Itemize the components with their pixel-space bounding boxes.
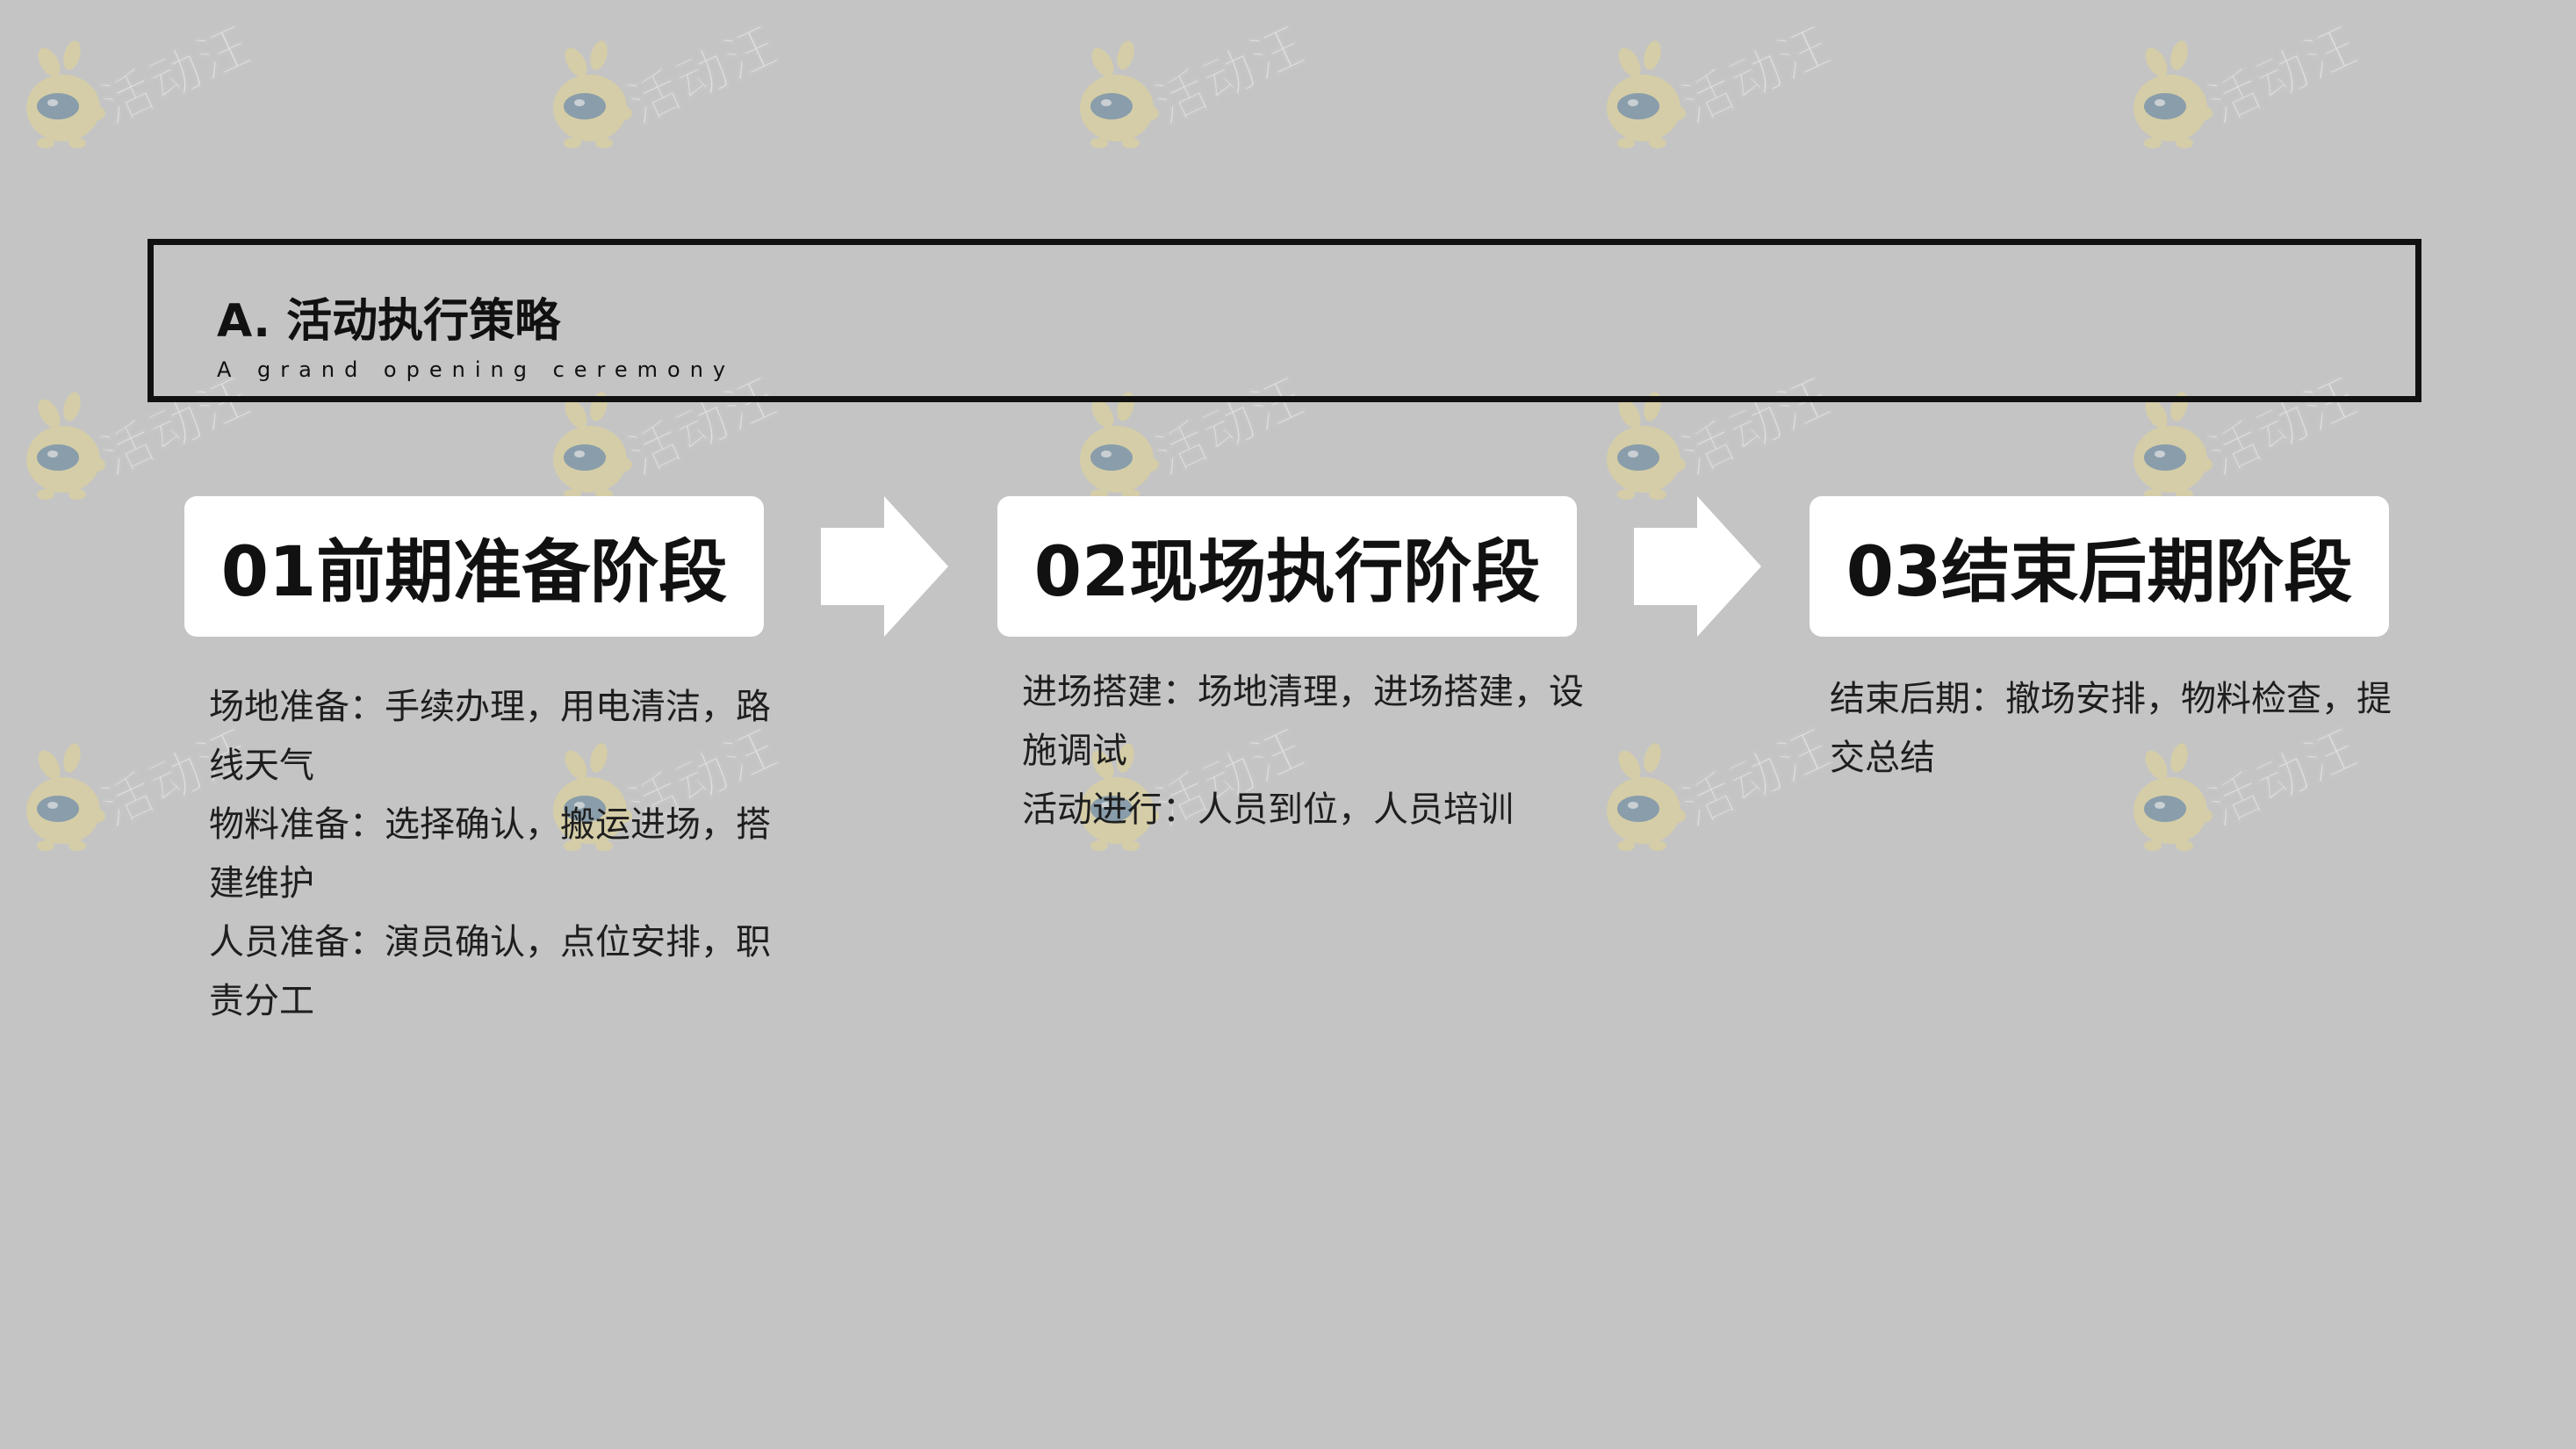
stage-details-2: 进场搭建：场地清理，进场搭建，设施调试 活动进行：人员到位，人员培训 bbox=[1022, 663, 1593, 840]
watermark-logo: 活动汪 bbox=[1073, 364, 1315, 514]
stage-details-1: 场地准备：手续办理，用电清洁，路线天气 物料准备：选择确认，搬运进场，搭建维护 … bbox=[209, 678, 780, 1031]
mascot-icon bbox=[26, 743, 105, 851]
watermark-text: 活动汪 bbox=[1671, 716, 1842, 840]
mascot-icon bbox=[1607, 743, 1686, 851]
mascot-icon bbox=[553, 392, 632, 500]
watermark-text: 活动汪 bbox=[1671, 13, 1842, 137]
watermark-logo: 活动汪 bbox=[1600, 716, 1842, 865]
mascot-icon bbox=[1080, 40, 1159, 148]
mascot-icon bbox=[1080, 392, 1159, 500]
watermark-text: 活动汪 bbox=[2198, 13, 2369, 137]
stage-details-3: 结束后期：撤场安排，物料检查，提交总结 bbox=[1830, 670, 2400, 788]
arrow-right-icon bbox=[1634, 496, 1761, 637]
watermark-logo: 活动汪 bbox=[19, 13, 262, 162]
stage-title: 01前期准备阶段 bbox=[220, 533, 728, 612]
watermark-logo: 活动汪 bbox=[546, 13, 788, 162]
watermark-logo: 活动汪 bbox=[1073, 13, 1315, 162]
stage-detail: 人员准备：演员确认，点位安排，职责分工 bbox=[209, 922, 771, 1021]
stage-detail: 结束后期：撤场安排，物料检查，提交总结 bbox=[1830, 679, 2392, 778]
stage-card-2: 02现场执行阶段 bbox=[997, 496, 1577, 637]
mascot-icon bbox=[1607, 392, 1686, 500]
watermark-logo: 活动汪 bbox=[2126, 13, 2369, 162]
section-header: A. 活动执行策略 A grand opening ceremony bbox=[148, 239, 2421, 402]
mascot-icon bbox=[2133, 392, 2213, 500]
watermark-logo: 活动汪 bbox=[19, 364, 262, 514]
watermark-logo: 活动汪 bbox=[1600, 13, 1842, 162]
watermark-text: 活动汪 bbox=[1144, 13, 1315, 137]
stage-detail: 物料准备：选择确认，搬运进场，搭建维护 bbox=[209, 804, 771, 904]
watermark-text: 活动汪 bbox=[90, 13, 262, 137]
watermark-text: 活动汪 bbox=[617, 13, 788, 137]
section-subtitle: A grand opening ceremony bbox=[217, 357, 736, 382]
watermark-logo: 活动汪 bbox=[546, 364, 788, 514]
watermark-logo: 活动汪 bbox=[1600, 364, 1842, 514]
mascot-icon bbox=[1607, 40, 1686, 148]
stage-card-3: 03结束后期阶段 bbox=[1810, 496, 2389, 637]
arrow-right-icon bbox=[821, 496, 948, 637]
mascot-icon bbox=[26, 40, 105, 148]
stage-title: 02现场执行阶段 bbox=[1033, 533, 1541, 612]
stage-title: 03结束后期阶段 bbox=[1846, 533, 2353, 612]
mascot-icon bbox=[553, 40, 632, 148]
stage-detail: 活动进行：人员到位，人员培训 bbox=[1022, 789, 1514, 830]
mascot-icon bbox=[26, 392, 105, 500]
stage-card-1: 01前期准备阶段 bbox=[184, 496, 764, 637]
stage-detail: 进场搭建：场地清理，进场搭建，设施调试 bbox=[1022, 672, 1584, 771]
stage-detail: 场地准备：手续办理，用电清洁，路线天气 bbox=[209, 687, 771, 786]
section-title: A. 活动执行策略 bbox=[217, 295, 561, 348]
mascot-icon bbox=[2133, 40, 2213, 148]
watermark-logo: 活动汪 bbox=[2126, 364, 2369, 514]
watermark-logo: 活动汪 bbox=[19, 716, 262, 865]
